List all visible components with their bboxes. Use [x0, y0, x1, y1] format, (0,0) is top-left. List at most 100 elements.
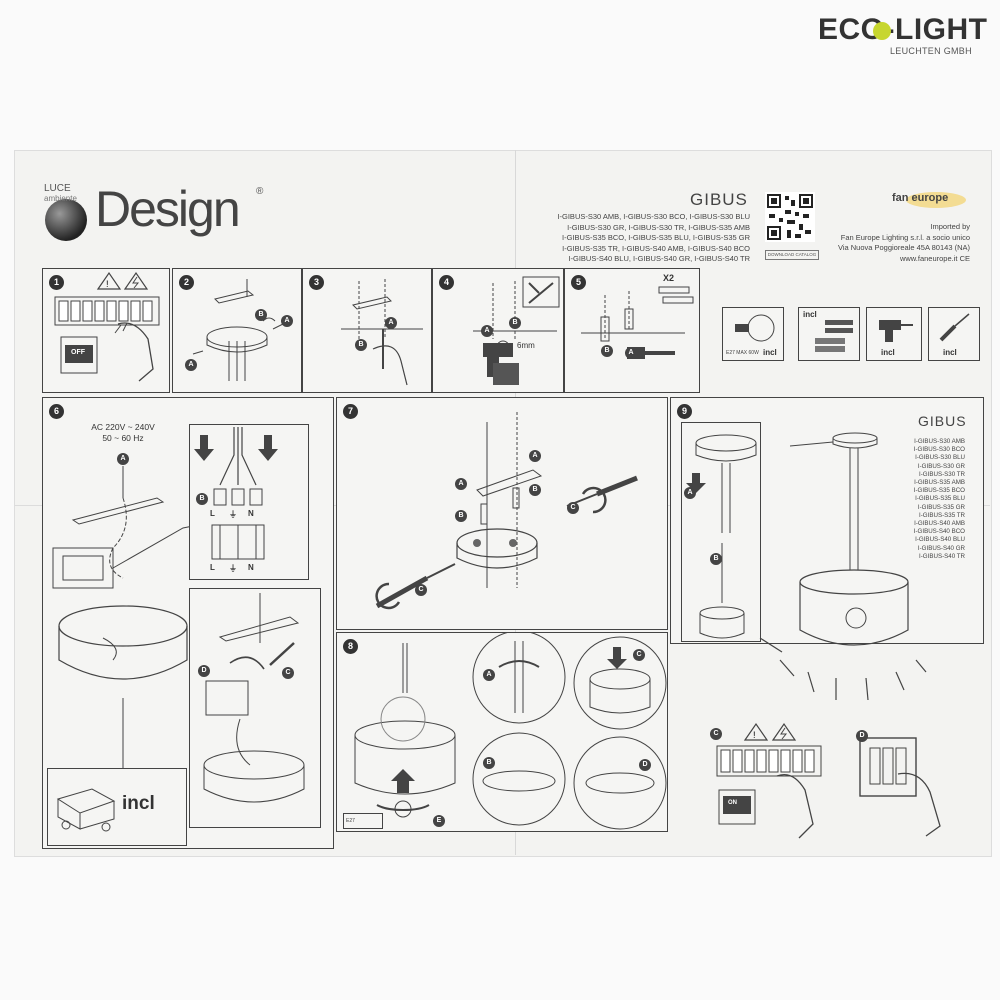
step-9-panel: 9 A B: [670, 397, 984, 644]
fan-europe-logo-text: fan europe: [892, 192, 949, 204]
lightbulb-icon: [735, 314, 775, 342]
importer-info: Imported by Fan Europe Lighting s.r.l. a…: [815, 222, 970, 264]
terminal-block-icon: [56, 788, 116, 832]
code-line: I-GIBUS-S35 BLU: [915, 495, 965, 503]
code-line: I-GIBUS-S35 BCO, I-GIBUS-S35 BLU, I-GIBU…: [562, 233, 750, 242]
screws-anchors-icon: [815, 320, 853, 352]
drill-icon: [879, 320, 913, 342]
step-number: 4: [439, 275, 454, 290]
code-line: I-GIBUS-S40 BLU, I-GIBUS-S40 GR, I-GIBUS…: [568, 254, 750, 263]
product-codes: I-GIBUS-S30 AMB, I-GIBUS-S30 BCO, I-GIBU…: [530, 212, 750, 265]
bracket-mount-illustration: [375, 412, 638, 610]
callout-a: A: [481, 325, 493, 337]
quantity-label: X2: [663, 273, 675, 283]
bulb-spec-label: E27 MAX 60W: [726, 350, 759, 356]
callout-a: A: [281, 315, 293, 327]
code-line: I-GIBUS-S40 GR: [917, 544, 965, 552]
step-3-panel: 3 B A: [302, 268, 432, 393]
callout-b: B: [483, 757, 495, 769]
code-line: I-GIBUS-S30 GR, I-GIBUS-S30 TR, I-GIBUS-…: [567, 222, 750, 232]
callout-a: A: [117, 453, 129, 465]
callout-b: B: [509, 317, 521, 329]
breaker-off-illustration: !: [54, 271, 160, 382]
code-line: I-GIBUS-S35 TR: [919, 511, 965, 519]
callout-c: C: [415, 584, 427, 596]
screwdriver-icon: [939, 313, 970, 342]
callout-b: B: [355, 339, 367, 351]
callout-a: A: [455, 478, 467, 490]
code-line: I-GIBUS-S30 BLU: [915, 454, 965, 462]
wall-switch-illustration: [859, 737, 941, 837]
code-line: I-GIBUS-S35 TR, I-GIBUS-S40 AMB, I-GIBUS…: [562, 243, 750, 253]
incl-label: incl: [803, 310, 817, 319]
step-4-panel: 4 A B 6mm: [432, 268, 564, 393]
canopy-fix-diagram: [203, 593, 305, 803]
logo-main-text: ECO-LIGHT: [818, 13, 988, 46]
step-7-panel: 7 A A B B C C: [336, 397, 668, 630]
bulb-spec-label: E27: [346, 818, 355, 824]
callout-c: C: [282, 667, 294, 679]
code-line: I-GIBUS-S40 BLU: [915, 536, 965, 544]
bulb-icon: [873, 22, 891, 40]
step-5-panel: 5 X2 B A: [564, 268, 700, 393]
callout-a: A: [625, 347, 637, 359]
callout-a: A: [529, 450, 541, 462]
terminal-n: N: [248, 563, 254, 572]
terminal-diagram: [194, 427, 278, 560]
fan-europe-logo: [906, 192, 966, 208]
code-line: I-GIBUS-S35 AMB: [914, 479, 965, 487]
step-number: 5: [571, 275, 586, 290]
drilling-illustration: [473, 276, 560, 385]
incl-label: incl: [943, 348, 957, 357]
callout-c: C: [567, 502, 579, 514]
terminal-n: N: [248, 509, 254, 518]
code-line: I-GIBUS-S35 GR: [917, 503, 965, 511]
callout-e: E: [433, 815, 445, 827]
callout-b: B: [710, 553, 722, 565]
canopy-fix-inset: D C: [189, 588, 321, 828]
importer-line: Via Nuova Poggioreale 45A 80143 (NA): [837, 243, 970, 252]
step-9-codes: I-GIBUS-S30 AMB I-GIBUS-S30 BCO I-GIBUS-…: [900, 438, 965, 561]
qr-code-icon[interactable]: [765, 192, 815, 242]
voltage-info: AC 220V ~ 240V 50 ~ 60 Hz: [73, 422, 173, 444]
code-line: I-GIBUS-S30 AMB: [914, 438, 965, 445]
callout-a: A: [385, 317, 397, 329]
bulb-box: E27 MAX 60W incl: [722, 307, 784, 361]
anchor-insertion-illustration: [581, 286, 694, 359]
qr-caption: DOWNLOAD CATALOG: [765, 250, 819, 260]
callout-d: D: [639, 759, 651, 771]
step-9-inset: A B: [681, 422, 761, 642]
callout-a: A: [684, 487, 696, 499]
registered-mark: ®: [256, 186, 264, 197]
ceiling-rose-removal-illustration: [192, 279, 284, 381]
callout-d: D: [856, 730, 868, 742]
product-title: GIBUS: [690, 190, 748, 209]
code-line: I-GIBUS-S30 AMB, I-GIBUS-S30 BCO, I-GIBU…: [557, 212, 750, 221]
code-line: I-GIBUS-S30 TR: [919, 470, 965, 478]
drill-size-label: 6mm: [517, 341, 535, 350]
step-number: 1: [49, 275, 64, 290]
callout-b: B: [196, 493, 208, 505]
pendant-lamp-illustration: [759, 432, 927, 701]
sphere-logo-icon: [45, 199, 87, 241]
step-number: 8: [343, 639, 358, 654]
callout-a: A: [185, 359, 197, 371]
step-number: 9: [677, 404, 692, 419]
step-2-panel: 2 A B A: [172, 268, 302, 393]
importer-line: www.faneurope.it CE: [899, 253, 970, 263]
canopy-raise-illustration: [686, 434, 757, 639]
callout-b: B: [255, 309, 267, 321]
screwdriver-box: incl: [928, 307, 980, 361]
brand-ambiente: ambiente: [44, 194, 77, 203]
terminal-l: L: [210, 509, 215, 518]
code-line: I-GIBUS-S30 BCO: [913, 446, 965, 454]
off-label: OFF: [71, 349, 85, 356]
terminal-ground: ⏚: [229, 564, 237, 573]
callout-b: B: [601, 345, 613, 357]
step-number: 6: [49, 404, 64, 419]
voltage-label: AC 220V ~ 240V: [91, 422, 155, 432]
frequency-label: 50 ~ 60 Hz: [102, 433, 144, 443]
code-line: I-GIBUS-S40 BCO: [913, 528, 965, 536]
callout-b: B: [455, 510, 467, 522]
bulb-spec-box: E27: [343, 813, 383, 829]
